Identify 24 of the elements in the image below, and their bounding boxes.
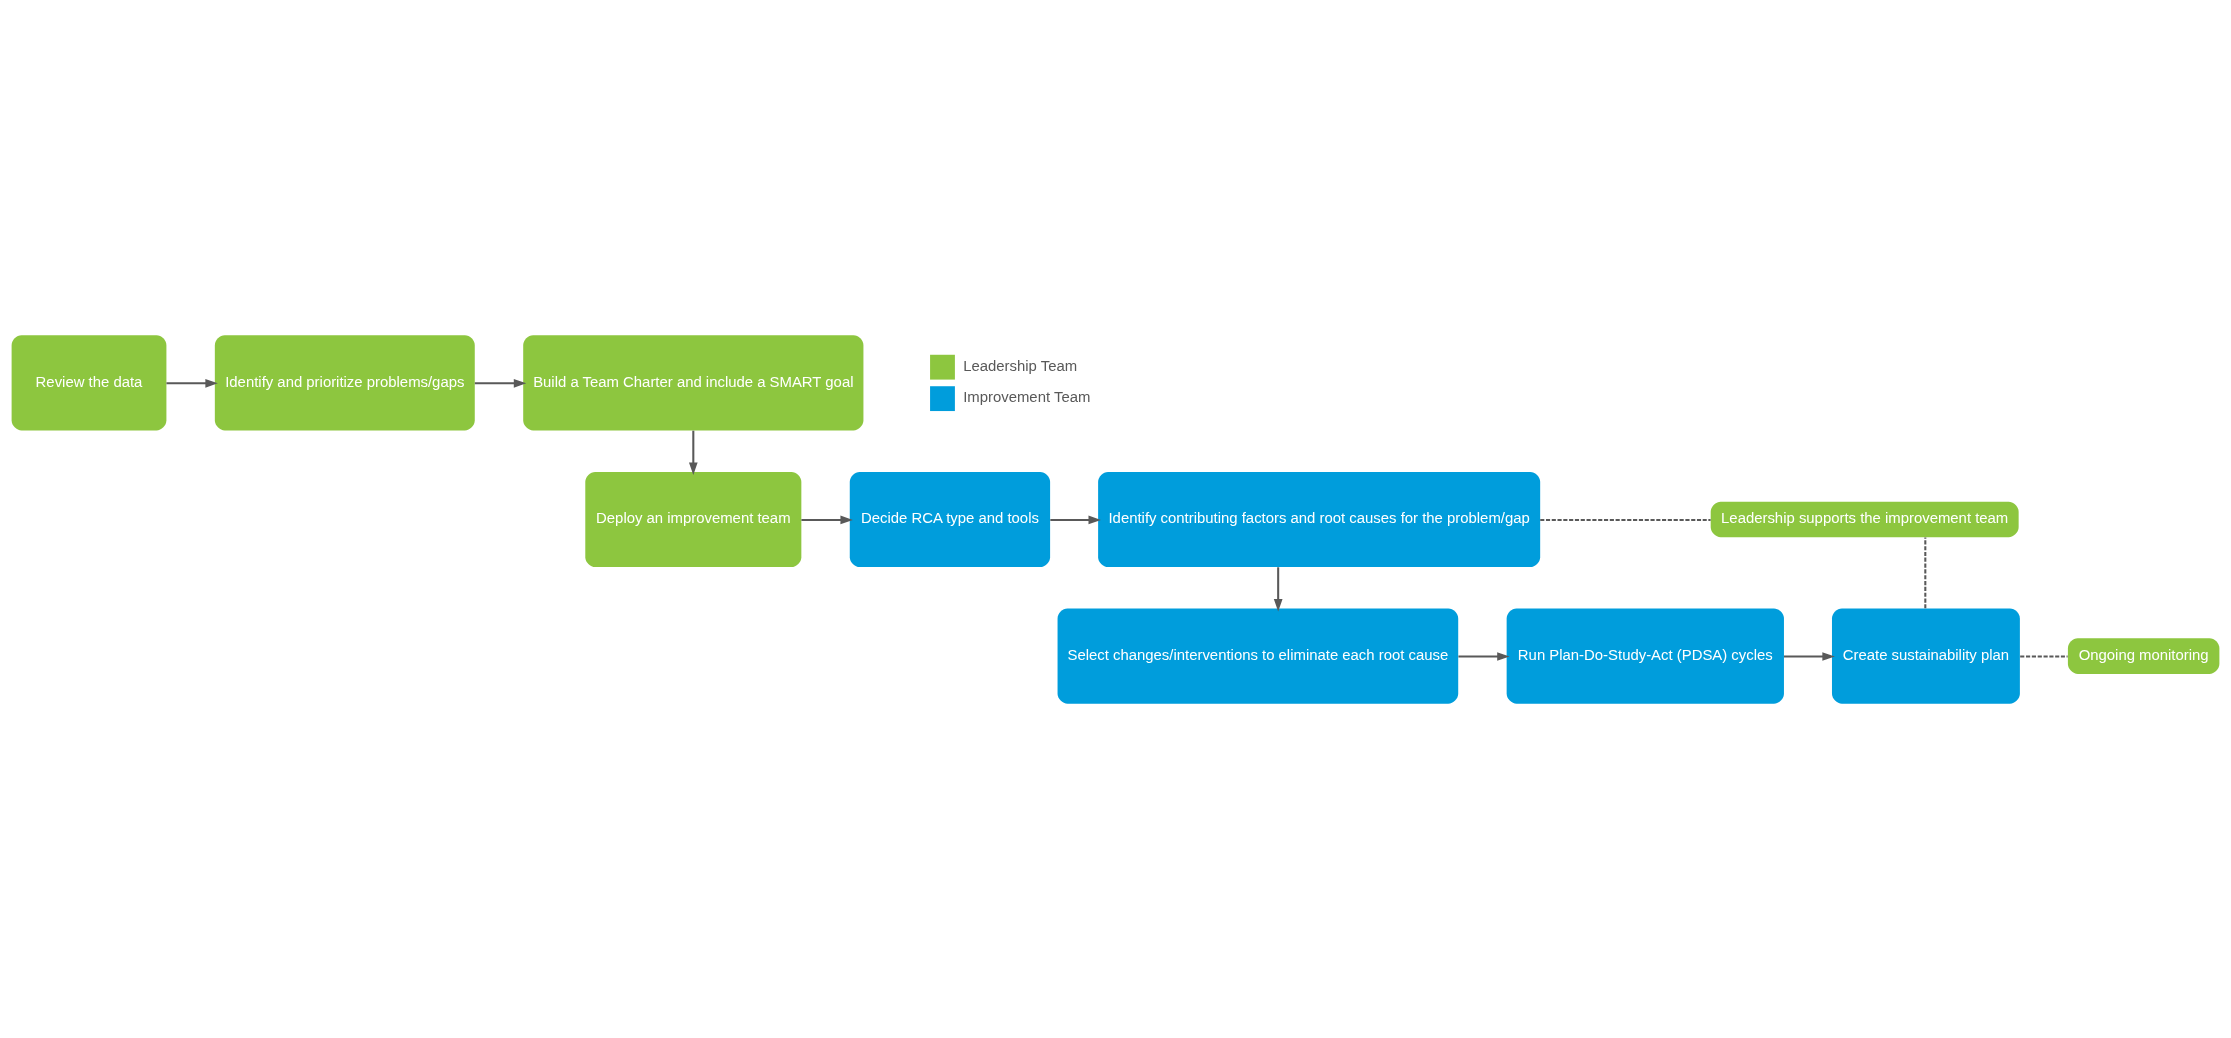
connector [1540, 518, 1711, 521]
node-box: Decide RCA type and tools [849, 471, 1051, 567]
node-box: Identify contributing factors and root causes for the problem/gap [1098, 471, 1541, 567]
arrow [474, 378, 527, 388]
node-box: Ongoing monitoring [2067, 637, 2220, 674]
arrow [1458, 651, 1510, 661]
legend-label: Leadership Team [963, 357, 1078, 374]
node-box: Identify and prioritize problems/gaps [214, 334, 475, 430]
node-box: Review the data [11, 334, 167, 430]
node-box: Deploy an improvement team [585, 471, 802, 567]
arrow [801, 515, 853, 524]
legend-label: Improvement Team [963, 388, 1091, 405]
arrow [688, 430, 698, 475]
arrow [1273, 566, 1283, 611]
node-box: Create sustainability plan [1831, 608, 2020, 704]
connector [2020, 654, 2068, 658]
node-box: Build a Team Charter and include a SMART goal [523, 334, 864, 430]
arrow [1050, 515, 1101, 524]
node-box: Run Plan-Do-Study-Act (PDSA) cycles [1506, 608, 1784, 704]
connector [1924, 537, 1927, 608]
node-box: Select changes/interventions to eliminate each root cause [1057, 608, 1459, 704]
arrow [166, 378, 218, 388]
arrow [1783, 651, 1835, 661]
node-box: Leadership supports the improvement team [1710, 501, 2019, 537]
